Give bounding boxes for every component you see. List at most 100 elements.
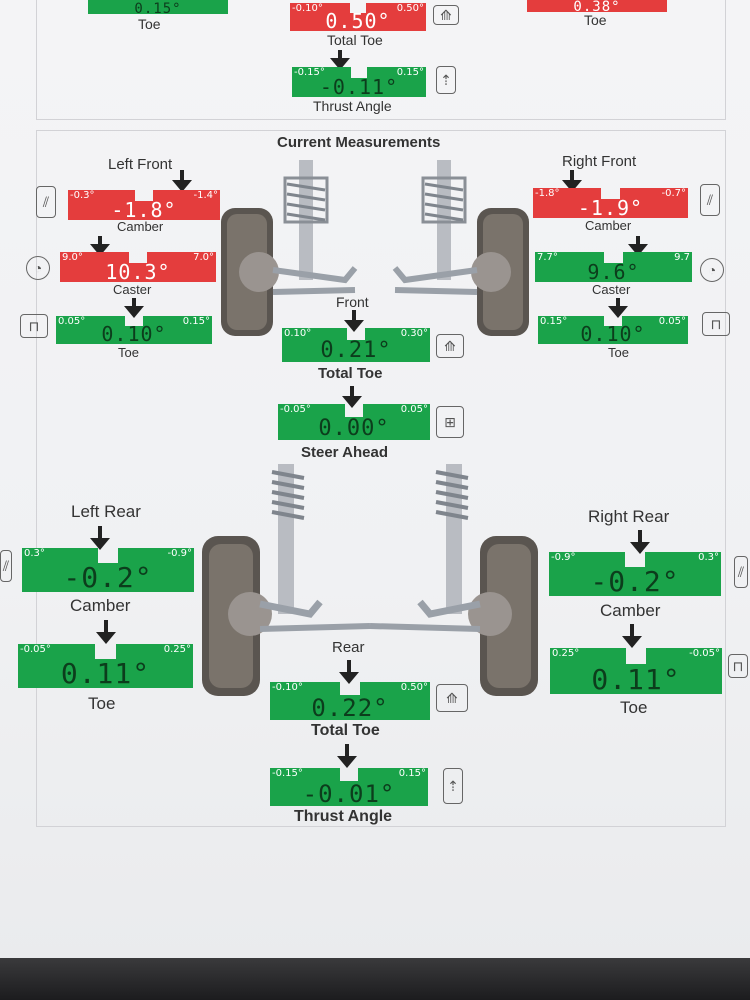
steer-ahead-min: -0.05° [280, 404, 311, 415]
left-front-toe-arrow-icon [124, 298, 144, 318]
steer-ahead-value: 0.00° [318, 416, 390, 441]
steer-ahead-label: Steer Ahead [301, 444, 388, 461]
right-front-camber-gauge: -1.8° -0.7° -1.9° [533, 188, 688, 218]
front-axle-label: Front [336, 294, 369, 310]
left-rear-camber-gauge: 0.3° -0.9° -0.2° [22, 548, 194, 592]
table-surface [0, 958, 750, 1000]
right-rear-toe-min: 0.25° [552, 648, 580, 659]
top-thrust-angle-icon: ⇡ [436, 66, 456, 94]
left-front-camber-label: Camber [117, 219, 164, 234]
steer-ahead-max: 0.05° [400, 404, 428, 415]
right-front-toe-max: 0.05° [658, 316, 686, 327]
rear-total-toe-label: Total Toe [311, 722, 380, 739]
right-rear-camber-value: -0.2° [590, 565, 680, 598]
steer-ahead-gauge: -0.05° 0.05° 0.00° [278, 404, 430, 440]
left-rear-toe-arrow-icon [96, 620, 116, 644]
right-front-caster-value: 9.6° [587, 260, 640, 284]
right-front-caster-min: 7.7° [537, 252, 558, 263]
rear-axle-label: Rear [332, 639, 365, 656]
rear-suspension-illustration [202, 464, 538, 696]
left-front-toe-icon: ⊓ [20, 314, 48, 338]
rear-thrust-angle-label: Thrust Angle [294, 808, 393, 825]
rear-total-toe-icon: ⟰ [436, 684, 468, 712]
left-front-toe-label: Toe [118, 345, 139, 360]
top-right-toe-gauge: 0.38° [527, 0, 667, 15]
top-total-toe-icon: ⟰ [433, 5, 459, 25]
right-rear-toe-gauge: 0.25° -0.05° 0.11° [550, 648, 722, 694]
front-total-toe-arrow-icon [344, 310, 364, 332]
top-total-toe-value: 0.50° [325, 9, 391, 33]
top-total-toe-max: 0.50° [396, 3, 424, 14]
left-front-caster-value: 10.3° [105, 260, 171, 284]
left-front-toe-gauge: 0.05° 0.15° 0.10° [56, 316, 212, 344]
left-rear-toe-max: 0.25° [163, 644, 191, 655]
right-front-caster-gauge: 7.7° 9.7 9.6° [535, 252, 692, 282]
top-total-toe-gauge: -0.10° 0.50° 0.50° [290, 3, 426, 31]
right-front-camber-icon: ⫽ [700, 184, 720, 216]
right-rear-toe-max: -0.05° [689, 648, 720, 659]
right-front-caster-max: 9.7 [674, 252, 690, 263]
front-total-toe-label: Total Toe [318, 365, 383, 382]
top-total-toe-label: Total Toe [327, 32, 383, 48]
right-front-caster-label: Caster [592, 282, 631, 297]
right-front-camber-max: -0.7° [661, 188, 686, 199]
right-front-title: Right Front [562, 153, 637, 170]
right-rear-toe-label: Toe [620, 698, 648, 717]
left-front-caster-icon: ◔ [26, 256, 50, 280]
rear-thrust-value: -0.01° [302, 780, 396, 808]
top-total-toe-min: -0.10° [292, 3, 323, 14]
right-rear-toe-value: 0.11° [591, 663, 681, 696]
left-front-toe-min: 0.05° [58, 316, 86, 327]
rear-total-toe-min: -0.10° [272, 682, 303, 693]
left-rear-toe-label: Toe [88, 694, 116, 713]
right-front-toe-value: 0.10° [580, 322, 646, 346]
right-rear-title: Right Rear [588, 507, 670, 526]
steer-ahead-icon: ⊞ [436, 406, 464, 438]
left-front-caster-min: 9.0° [62, 252, 83, 263]
left-rear-camber-label: Camber [70, 596, 131, 615]
left-front-camber-arrow-icon [172, 170, 192, 192]
rear-total-toe-gauge: -0.10° 0.50° 0.22° [270, 682, 430, 720]
right-front-camber-min: -1.8° [535, 188, 560, 199]
right-rear-camber-label: Camber [600, 601, 661, 620]
left-front-toe-max: 0.15° [182, 316, 210, 327]
left-front-camber-gauge: -0.3° -1.4° -1.8° [68, 190, 220, 220]
right-front-camber-value: -1.9° [577, 196, 644, 220]
rear-total-toe-max: 0.50° [400, 682, 428, 693]
top-left-toe-label: Toe [138, 16, 161, 32]
rear-thrust-angle-icon: ⇡ [443, 768, 463, 804]
left-rear-toe-gauge: -0.05° 0.25° 0.11° [18, 644, 193, 688]
rear-thrust-min: -0.15° [272, 768, 303, 779]
left-rear-camber-arrow-icon [90, 526, 110, 550]
top-thrust-angle-gauge: -0.15° 0.15° -0.11° [292, 67, 426, 97]
section-title: Current Measurements [277, 134, 441, 151]
top-right-toe-label: Toe [584, 12, 607, 28]
top-thrust-max: 0.15° [396, 67, 424, 78]
left-front-camber-max: -1.4° [193, 190, 218, 201]
left-rear-camber-max: -0.9° [167, 548, 192, 559]
front-suspension-illustration [221, 160, 529, 336]
right-front-toe-label: Toe [608, 345, 629, 360]
top-left-toe-value: 0.15° [134, 1, 182, 17]
left-front-camber-icon: ⫽ [36, 186, 56, 218]
left-rear-title: Left Rear [71, 502, 141, 521]
right-front-toe-min: 0.15° [540, 316, 568, 327]
front-total-toe-value: 0.21° [320, 338, 392, 363]
left-front-toe-value: 0.10° [101, 322, 167, 346]
right-front-toe-icon: ⊓ [702, 312, 730, 336]
front-total-toe-icon: ⟰ [436, 334, 464, 358]
left-front-title: Left Front [108, 156, 173, 173]
rear-thrust-max: 0.15° [398, 768, 426, 779]
right-rear-camber-min: -0.9° [551, 552, 576, 563]
left-front-caster-label: Caster [113, 282, 152, 297]
steer-ahead-arrow-icon [342, 386, 362, 408]
front-total-toe-min: 0.10° [284, 328, 312, 339]
front-total-toe-gauge: 0.10° 0.30° 0.21° [282, 328, 430, 362]
top-right-toe-value: 0.38° [573, 0, 621, 15]
left-front-camber-value: -1.8° [111, 198, 177, 222]
front-total-toe-max: 0.30° [400, 328, 428, 339]
left-rear-camber-icon: ⫽ [0, 550, 12, 582]
left-rear-toe-value: 0.11° [60, 657, 151, 690]
right-front-camber-label: Camber [585, 218, 632, 233]
top-thrust-min: -0.15° [294, 67, 325, 78]
